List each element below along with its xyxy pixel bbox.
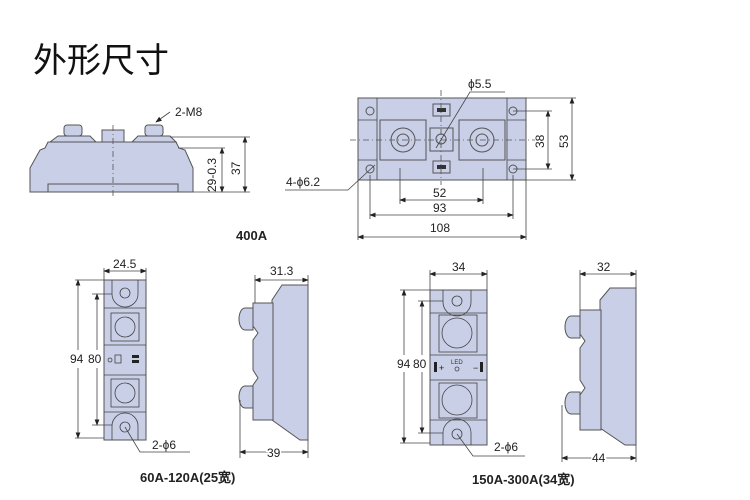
dim-38: 38 [533, 134, 547, 148]
side-view-60-120a: 31.3 39 [238, 264, 309, 462]
model-label-400a: 400A [236, 228, 268, 243]
mount-holes-label: 4-ϕ6.2 [286, 175, 320, 189]
dim-94: 94 [70, 352, 84, 366]
model-label-150-300a: 150A-300A(34宽) [472, 472, 575, 487]
dim-80: 80 [413, 357, 427, 371]
dim-94: 94 [397, 357, 411, 371]
terminal-icon [144, 124, 164, 137]
side-dim-bottom: 44 [592, 451, 606, 465]
dim-width: 34 [452, 260, 466, 274]
terminal-label: 2-M8 [175, 105, 203, 119]
dim-width: 24.5 [113, 257, 137, 271]
side-view-150-300a: 32 44 [561, 260, 637, 467]
front-view-150-300a: + − LED 34 94 80 2-ϕ6 [397, 260, 525, 457]
top-view-400a: 38 53 52 93 108 ϕ5.5 4-ϕ6.2 [285, 77, 576, 240]
dim-53: 53 [557, 134, 571, 148]
dim-52: 52 [433, 186, 447, 200]
side-dim-bottom: 39 [267, 446, 281, 460]
terminal-icon [63, 124, 83, 137]
dim-93: 93 [433, 201, 447, 215]
holes-label: 2-ϕ6 [494, 440, 518, 454]
model-label-60-120a: 60A-120A(25宽) [140, 470, 235, 485]
side-dim-top: 31.3 [270, 264, 294, 278]
dim-80: 80 [88, 352, 102, 366]
front-view-60-120a: 24.5 94 80 2-ϕ6 [70, 257, 190, 453]
side-view-400a: 29-0.3 37 2-M8 [29, 105, 250, 198]
page-title: 外形尺寸 [33, 41, 169, 81]
svg-text:−: − [473, 363, 478, 373]
led-label: LED [451, 360, 463, 366]
svg-text:+: + [439, 363, 444, 373]
side-dim-top: 32 [597, 260, 611, 274]
dim-37: 37 [229, 161, 243, 175]
dim-108: 108 [430, 221, 450, 235]
holes-label: 2-ϕ6 [152, 438, 176, 452]
hole-center-label: ϕ5.5 [468, 77, 492, 91]
dim-29: 29-0.3 [205, 158, 219, 192]
